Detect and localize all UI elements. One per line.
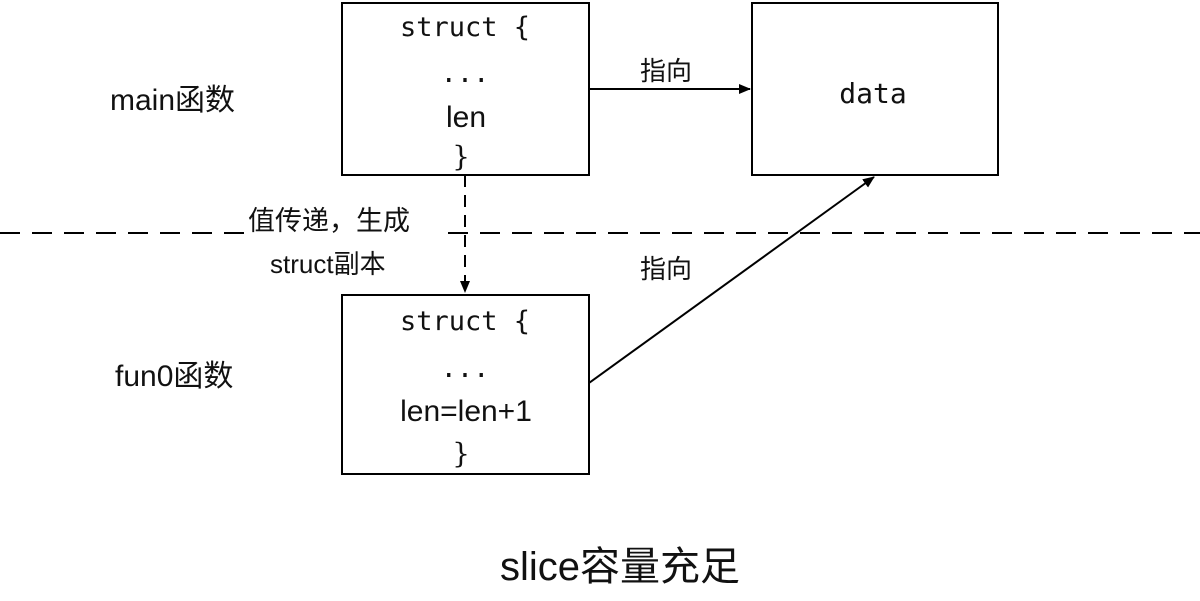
main-struct-box: struct { ... len } <box>341 2 590 176</box>
main-struct-field: len <box>446 101 486 134</box>
fun0-struct-ellipsis: ... <box>441 353 490 384</box>
fun0-struct-open: struct { <box>400 306 530 337</box>
main-struct-close: } <box>452 140 470 173</box>
copy-label-line2: struct副本 <box>270 249 386 279</box>
main-struct-open: struct { <box>400 12 530 43</box>
points-to-label-top: 指向 <box>640 56 692 86</box>
copy-label-line1: 值传递，生成 <box>248 206 410 236</box>
main-struct-ellipsis: ... <box>441 58 490 89</box>
data-box: data <box>751 2 999 176</box>
diagram-caption: slice容量充足 <box>500 545 740 589</box>
fun0-struct-field: len=len+1 <box>400 395 532 428</box>
fun0-struct-box: struct { ... len=len+1 } <box>341 294 590 475</box>
data-box-label: data <box>839 77 906 110</box>
fun0-func-label: fun0函数 <box>115 360 233 393</box>
fun0-to-data-arrow <box>588 176 875 384</box>
main-func-label: main函数 <box>110 84 235 117</box>
points-to-label-bottom: 指向 <box>640 254 692 284</box>
fun0-struct-close: } <box>452 437 470 470</box>
